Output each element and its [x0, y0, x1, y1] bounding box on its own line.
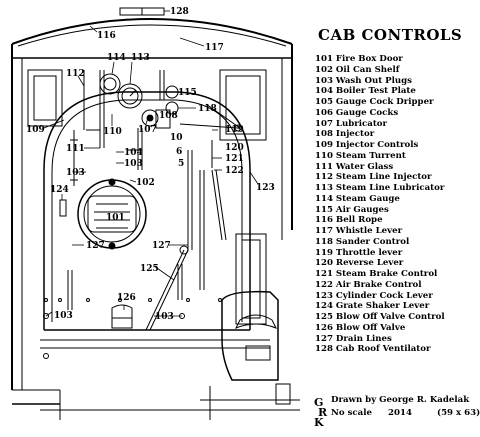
- callout-101: 101: [106, 213, 125, 223]
- diagram-title: CAB CONTROLS: [318, 26, 463, 44]
- legend-item: 114 Steam Gauge: [315, 193, 400, 204]
- cab-walls: [11, 58, 293, 420]
- legend-item: 125 Blow Off Valve Control: [315, 312, 445, 322]
- callout-119: 119: [225, 125, 244, 135]
- legend-item: 128 Cab Roof Ventilator: [315, 344, 431, 355]
- fire-box-door: [77, 178, 147, 250]
- legend-item: 126 Blow Off Valve: [315, 322, 406, 333]
- legend-item: 101 Fire Box Door: [315, 54, 403, 64]
- drawn-by: Drawn by George R. Kadelak: [331, 395, 470, 405]
- svg-text:G: G: [314, 396, 323, 409]
- callout-128: 128: [170, 7, 189, 17]
- legend-item: 124 Grate Shaker Lever: [315, 301, 430, 312]
- callout-113: 113: [131, 53, 150, 63]
- callout-108: 108: [159, 111, 178, 121]
- callout-103-d: 103: [155, 312, 174, 322]
- legend-item: 121 Steam Brake Control: [315, 269, 438, 279]
- callout-107: 107: [138, 125, 157, 135]
- legend-item: 110 Steam Turrent: [315, 150, 406, 161]
- legend-item: 115 Air Gauges: [315, 204, 389, 215]
- callout-127-b: 127: [152, 241, 171, 251]
- callout-103-a: 103: [66, 168, 85, 178]
- callout-115: 115: [178, 88, 197, 98]
- callout-126: 126: [117, 293, 136, 303]
- callout-116: 116: [97, 31, 116, 41]
- callout-105: 5: [178, 159, 184, 169]
- legend-item: 111 Water Glass: [315, 161, 394, 172]
- legend-item: 103 Wash Out Plugs: [315, 75, 412, 86]
- legend-item: 105 Gauge Cock Dripper: [315, 97, 434, 107]
- legend-item: 106 Gauge Cocks: [315, 107, 399, 118]
- callout-120: 120: [225, 143, 244, 153]
- callout-110: 110: [103, 127, 122, 137]
- callout-121: 121: [225, 154, 244, 164]
- legend-item: 118 Sander Control: [315, 236, 410, 247]
- callout-112: 112: [66, 69, 85, 79]
- svg-text:R: R: [318, 406, 328, 419]
- legend-item: 127 Drain Lines: [315, 333, 392, 344]
- leader-lines: [43, 10, 259, 317]
- year: 2014: [388, 408, 412, 418]
- legend-item: 102 Oil Can Shelf: [315, 64, 400, 75]
- legend-item: 123 Cylinder Cock Lever: [315, 290, 433, 301]
- legend-item: 107 Lubricator: [315, 118, 388, 129]
- legend-item: 116 Bell Rope: [315, 215, 383, 226]
- legend-item: 108 Injector: [315, 129, 375, 140]
- legend-item: 120 Reverse Lever: [315, 258, 404, 269]
- grk-monogram-logo: G R K: [314, 396, 328, 429]
- legend-item: 117 Whistle Lever: [315, 226, 403, 236]
- callout-127-a: 127: [86, 241, 105, 251]
- callout-123: 123: [256, 183, 275, 193]
- svg-text:K: K: [314, 416, 324, 429]
- legend-list: 101 Fire Box Door 102 Oil Can Shelf 103 …: [315, 54, 445, 355]
- legend-item: 113 Steam Line Lubricator: [315, 183, 445, 193]
- callout-labels: 128 116 117 114 113 112 115 118 110 107 …: [26, 7, 275, 322]
- legend-item: 119 Throttle lever: [315, 247, 403, 258]
- callout-106-b: 6: [176, 147, 182, 157]
- callout-103-b: 103: [124, 159, 143, 169]
- callout-109: 109: [26, 125, 45, 135]
- callout-106-a: 10: [170, 133, 183, 143]
- credit-block: G R K Drawn by George R. Kadelak No scal…: [314, 395, 480, 429]
- callout-103-c: 103: [54, 311, 73, 321]
- boiler-backhead: [40, 91, 270, 359]
- legend-item: 112 Steam Line Injector: [315, 172, 432, 183]
- legend-item: 122 Air Brake Control: [315, 279, 422, 290]
- scale-note: No scale: [331, 408, 372, 418]
- callout-117: 117: [205, 43, 224, 53]
- callout-122: 122: [225, 166, 244, 176]
- callout-114: 114: [107, 53, 126, 63]
- legend-item: 104 Boiler Test Plate: [315, 86, 416, 97]
- callout-104: 104: [124, 148, 143, 158]
- tender-side: [40, 233, 300, 420]
- pipes-and-controls: [59, 70, 242, 331]
- legend-item: 109 Injector Controls: [315, 140, 419, 150]
- callout-111: 111: [66, 144, 85, 154]
- callout-124: 124: [50, 185, 69, 195]
- callout-102: 102: [136, 178, 155, 188]
- callout-118: 118: [198, 104, 217, 114]
- drawing-size: (59 x 63): [437, 408, 480, 418]
- callout-125: 125: [140, 264, 159, 274]
- cab-roof: [11, 7, 293, 59]
